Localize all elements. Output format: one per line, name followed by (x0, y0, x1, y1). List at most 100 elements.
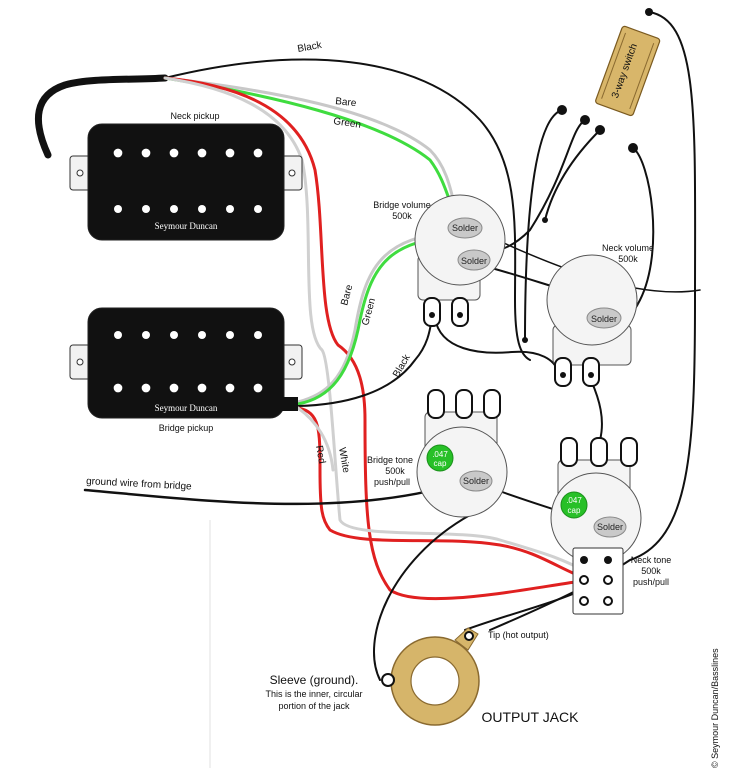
switch-terminal (580, 115, 590, 125)
bridge-volume-solder-label: Solder (452, 223, 478, 233)
pot-lug (560, 437, 578, 467)
pot-lug (427, 389, 445, 419)
bridge-volume-value: 500k (392, 211, 412, 221)
neck-pickup-cable (34, 74, 169, 159)
neck-white-wire (163, 76, 597, 580)
jack-inner-hole (410, 656, 460, 706)
neck-tone-value: 500k (641, 566, 661, 576)
neck-tone-label: Neck tone (631, 555, 672, 565)
switch-terminal (595, 125, 605, 135)
pole-icon (142, 205, 150, 213)
pole-icon (196, 147, 208, 159)
neck-tone-cap (560, 491, 588, 519)
pole-icon (112, 382, 124, 394)
switch-terminal (628, 143, 638, 153)
pole-icon (140, 382, 152, 394)
black-wire-label: Black (297, 40, 324, 55)
output-jack: Tip (hot output) Sleeve (ground). This i… (265, 627, 579, 726)
bridge-tone-cap (426, 444, 454, 472)
push-pull-terminal (579, 575, 589, 585)
pot-lug (620, 437, 638, 467)
switch-body (595, 25, 661, 117)
jack-tip-label: Tip (hot output) (488, 630, 549, 640)
pole-icon (224, 382, 236, 394)
neck-volume-label: Neck volume (602, 243, 654, 253)
neck-volume-body (546, 254, 638, 346)
pole-icon (170, 205, 178, 213)
pole-icon (198, 205, 206, 213)
ground-wire-label: ground wire from bridge (86, 476, 192, 493)
pole-icon (226, 205, 234, 213)
bridge-volume-solder (447, 217, 483, 239)
push-pull-terminal (603, 596, 613, 606)
pot-lug (455, 389, 473, 419)
bridge-pickup: Seymour Duncan Bridge pickup (69, 307, 303, 433)
neck-tone-solder (593, 516, 627, 538)
bridge-green-wire (296, 234, 462, 406)
neck-green-label: Green (333, 116, 362, 131)
screw-icon (76, 358, 84, 366)
neck-tone-pot: .047 cap Solder Neck tone 500k push/pull (550, 437, 672, 615)
neck-volume-solder (586, 307, 622, 329)
switch-wire-1 (524, 109, 563, 341)
switch-detail (601, 32, 627, 99)
bridge-pickup-poles (112, 331, 264, 394)
pot-lug (483, 389, 501, 419)
switch-wire-5 (544, 129, 601, 221)
jack-sleeve-line1: This is the inner, circular (265, 689, 362, 699)
bridge-tone-value: 500k (385, 466, 405, 476)
pole-icon (252, 382, 264, 394)
bridge-bare-wire (296, 230, 462, 404)
pole-icon (196, 382, 208, 394)
neck-green-wire (163, 76, 460, 224)
neck-bare-label: Bare (335, 96, 358, 109)
push-pull-terminal (604, 556, 612, 564)
bridge-pickup-brand: Seymour Duncan (155, 403, 218, 413)
pole-icon (254, 205, 262, 213)
pole-icon (224, 147, 236, 159)
bridge-volume-label: Bridge volume (373, 200, 431, 210)
pole-icon (226, 331, 234, 339)
pole-icon (170, 331, 178, 339)
jack-sleeve-wire (373, 514, 471, 681)
pot-lug-hole (429, 312, 435, 318)
tone-link-wire (434, 317, 559, 373)
switch-terminal (645, 8, 653, 16)
neck-tone-cap-unit: cap (568, 506, 581, 515)
jack-sleeve-title: Sleeve (ground). (270, 673, 359, 687)
neck-pickup-label: Neck pickup (170, 111, 219, 121)
bridge-tone-body (416, 426, 508, 518)
pot-lug-hole (560, 372, 566, 378)
pot-lug (590, 437, 608, 467)
switch-detail (629, 43, 655, 110)
jack-sleeve-hole (381, 673, 395, 687)
bridge-pickup-label: Bridge pickup (159, 423, 214, 433)
jack-sleeve-line2: portion of the jack (278, 701, 350, 711)
bridge-pickup-body (87, 307, 285, 419)
pot-lug-hole (457, 312, 463, 318)
credit-text: © Seymour Duncan/Basslines (710, 648, 720, 768)
bridge-red-wire (296, 406, 592, 582)
push-pull-terminal (603, 575, 613, 585)
bridge-tone-label: Bridge tone (367, 455, 413, 465)
pole-icon (168, 382, 180, 394)
push-pull-terminal (580, 556, 588, 564)
neck-tone-type: push/pull (633, 577, 669, 587)
bridge-tone-type: push/pull (374, 477, 410, 487)
bridge-tone-cap-unit: cap (434, 459, 447, 468)
neck-pickup: Seymour Duncan Neck pickup (69, 111, 303, 241)
solder-node (542, 217, 548, 223)
bridge-pickup-cable-end (282, 397, 298, 411)
bridge-tone-solder-label: Solder (463, 476, 489, 486)
pole-icon (142, 331, 150, 339)
three-way-switch: 3-way switch (557, 8, 661, 153)
pole-icon (112, 147, 124, 159)
neck-red-wire (163, 76, 577, 601)
neck-bare-wire (163, 76, 460, 220)
neck-volume-pot: Solder Neck volume 500k (546, 243, 654, 387)
bridge-volume-pot: Solder Solder Bridge volume 500k (373, 194, 506, 327)
red-wire-label: Red (313, 445, 327, 465)
bridge-tone-pot: .047 cap Solder Bridge tone 500k push/pu… (367, 389, 508, 518)
